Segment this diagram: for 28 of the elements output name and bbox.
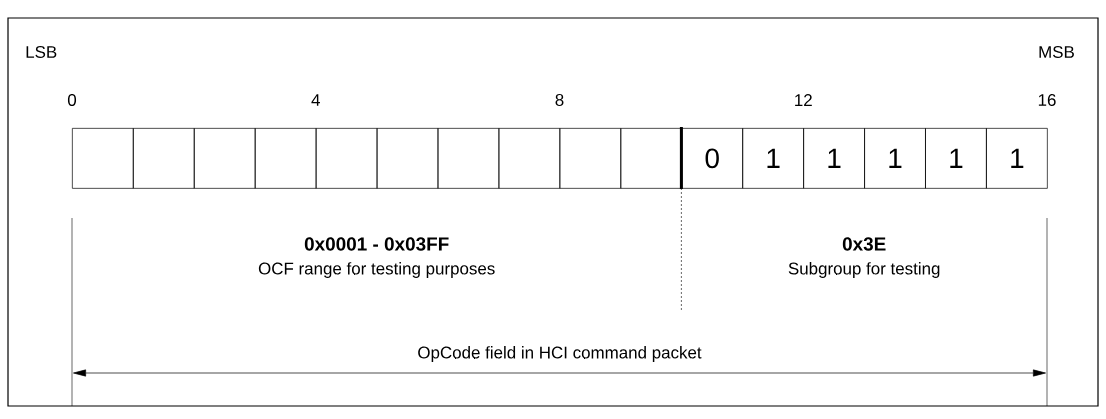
bit-cell: 1 xyxy=(803,128,865,189)
bit-cell xyxy=(376,128,439,189)
dimension-label: OpCode field in HCI command packet xyxy=(418,346,702,362)
field-description: OCF range for testing purposes xyxy=(258,262,495,278)
bit-index: 16 xyxy=(1038,94,1056,106)
bit-cell xyxy=(132,128,195,189)
field-value: 0x3E xyxy=(842,237,886,251)
bit-index: 12 xyxy=(795,94,812,106)
bit-cell xyxy=(254,128,317,189)
bit-index: 4 xyxy=(311,94,320,106)
field-description: Subgroup for testing xyxy=(788,262,940,278)
corner-label: LSB xyxy=(26,46,57,58)
bit-index: 0 xyxy=(67,94,77,106)
bit-cell xyxy=(620,128,683,189)
field-value: 0x0001 - 0x03FF xyxy=(304,237,449,251)
bit-cell: 1 xyxy=(986,128,1048,189)
bit-cell xyxy=(498,128,561,189)
bit-cell: 1 xyxy=(864,128,926,189)
bit-cell xyxy=(72,128,134,189)
bit-cell xyxy=(315,128,378,189)
bit-cell xyxy=(437,128,500,189)
bit-index: 8 xyxy=(555,94,564,106)
bit-cell: 0 xyxy=(681,128,744,189)
bit-cell: 1 xyxy=(742,128,804,189)
corner-label: MSB xyxy=(1039,46,1074,58)
bit-cell xyxy=(193,128,256,189)
bit-cell xyxy=(559,128,622,189)
bit-cell: 1 xyxy=(925,128,987,189)
